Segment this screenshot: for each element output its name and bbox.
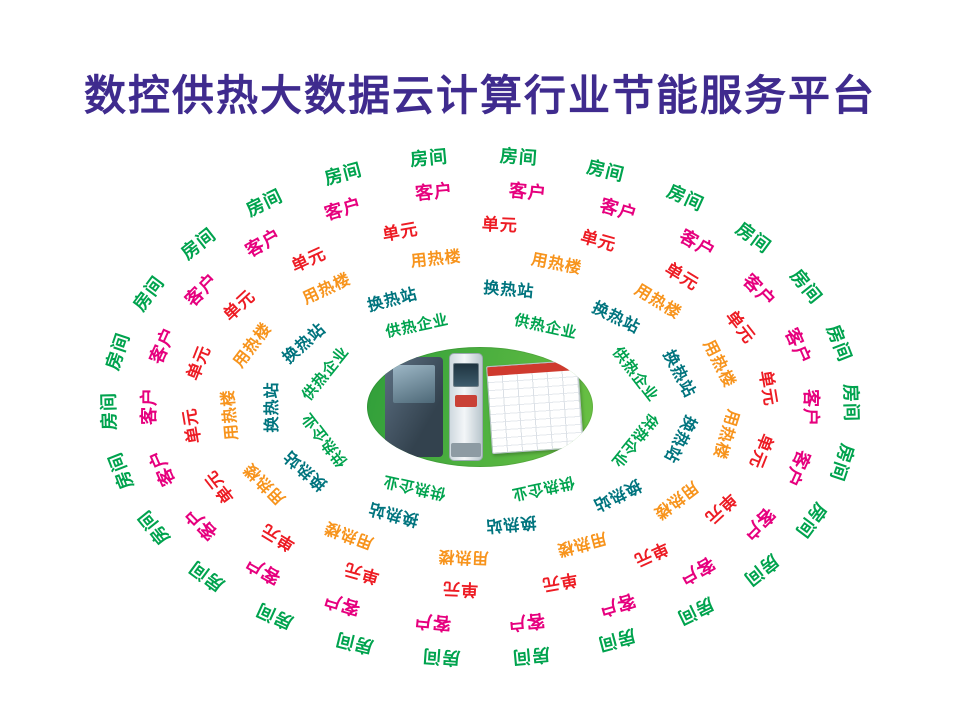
customer-ring-label: 客户 [145,445,180,489]
station-ring-label: 换热站 [484,512,537,536]
customer-ring-label: 客户 [799,388,822,427]
room-ring-label: 房间 [333,627,376,658]
customer-ring-label: 客户 [595,588,638,620]
kiosk-panel [455,395,477,407]
room-ring-label: 房间 [499,146,539,170]
room-ring-label: 房间 [791,498,831,542]
customer-ring-label: 客户 [780,325,815,369]
enterprise-ring-label: 供热企业 [381,471,448,504]
room-ring-label: 房间 [821,321,855,365]
enterprise-ring-label: 供热企业 [607,410,662,472]
cabinet-screen [393,365,435,403]
unit-ring-label: 单元 [219,286,260,326]
customer-ring-label: 客户 [675,225,720,263]
data-table-screen [486,359,584,455]
unit-ring-label: 单元 [700,488,741,528]
room-ring-label: 房间 [596,624,639,655]
customer-ring-label: 客户 [145,323,181,368]
customer-ring-label: 客户 [138,387,161,426]
unit-ring-label: 单元 [341,558,382,588]
room-ring-label: 房间 [134,505,175,549]
building-ring-label: 用热楼 [699,336,740,391]
unit-ring-label: 单元 [721,307,760,349]
page-title: 数控供热大数据云计算行业节能服务平台 [83,71,876,120]
building-ring-label: 用热楼 [321,517,376,553]
customer-ring-label: 客户 [506,609,546,634]
room-ring-label: 房间 [129,272,169,316]
building-ring-label: 用热楼 [410,246,463,271]
unit-ring-label: 单元 [481,215,519,237]
customer-ring-label: 客户 [597,194,640,226]
enterprise-ring-label: 供热企业 [383,310,451,342]
building-ring-label: 用热楼 [218,388,242,442]
building-ring-label: 用热楼 [554,528,609,561]
room-ring-label: 房间 [321,159,364,190]
unit-ring-label: 单元 [745,430,777,471]
unit-ring-label: 单元 [179,406,205,446]
building-ring-label: 用热楼 [529,249,584,278]
unit-ring-label: 单元 [578,226,619,256]
customer-ring-label: 客户 [322,194,365,226]
unit-ring-label: 单元 [288,243,330,277]
unit-ring-label: 单元 [755,368,781,408]
enterprise-ring-label: 供热企业 [512,310,579,343]
unit-ring-label: 单元 [540,568,580,595]
enterprise-ring-label: 供热企业 [509,472,576,504]
room-ring-label: 房间 [421,644,461,668]
station-ring-label: 换热站 [366,499,421,531]
station-ring-label: 换热站 [482,278,536,302]
customer-ring-label: 客户 [411,608,452,634]
room-ring-label: 房间 [825,441,858,485]
unit-ring-label: 单元 [257,519,300,556]
room-ring-label: 房间 [252,597,296,633]
room-ring-label: 房间 [102,329,135,373]
room-ring-label: 房间 [740,549,783,590]
room-ring-label: 房间 [177,224,220,265]
station-ring-label: 换热站 [659,346,701,401]
customer-ring-label: 客户 [779,446,815,491]
room-ring-label: 房间 [732,218,776,258]
unit-ring-label: 单元 [183,342,215,384]
customer-ring-label: 客户 [320,588,363,620]
room-ring-label: 房间 [242,185,287,222]
room-ring-label: 房间 [105,449,139,493]
kiosk-screen [453,363,479,387]
room-ring-label: 房间 [839,383,862,423]
unit-ring-label: 单元 [441,577,479,599]
building-ring-label: 用热楼 [437,546,490,568]
unit-ring-label: 单元 [200,465,239,507]
customer-ring-label: 客户 [242,224,286,262]
kiosk-base [451,443,481,457]
customer-ring-label: 客户 [674,552,718,590]
station-ring-label: 换热站 [590,476,645,516]
building-ring-label: 用热楼 [650,477,703,524]
unit-ring-label: 单元 [380,219,420,246]
customer-ring-label: 客户 [240,551,285,589]
room-ring-label: 房间 [785,265,826,309]
customer-ring-label: 客户 [181,268,224,311]
station-ring-label: 换热站 [660,412,701,467]
customer-ring-label: 客户 [508,180,549,206]
room-ring-label: 房间 [510,642,551,668]
customer-ring-label: 客户 [738,269,780,312]
room-ring-label: 房间 [98,391,121,431]
room-ring-label: 房间 [409,146,450,172]
unit-ring-label: 单元 [660,258,703,295]
room-ring-label: 房间 [184,556,228,596]
building-ring-label: 用热楼 [709,407,743,463]
customer-ring-label: 客户 [736,503,779,546]
station-ring-label: 换热站 [261,381,282,433]
center-photo [367,347,593,467]
room-ring-label: 房间 [673,592,718,629]
customer-ring-label: 客户 [414,180,454,205]
station-ring-label: 换热站 [365,283,420,316]
enterprise-ring-label: 供热企业 [608,343,663,406]
unit-ring-label: 单元 [630,536,672,571]
room-ring-label: 房间 [584,156,627,187]
room-ring-label: 房间 [664,181,708,217]
customer-ring-label: 客户 [180,502,222,545]
